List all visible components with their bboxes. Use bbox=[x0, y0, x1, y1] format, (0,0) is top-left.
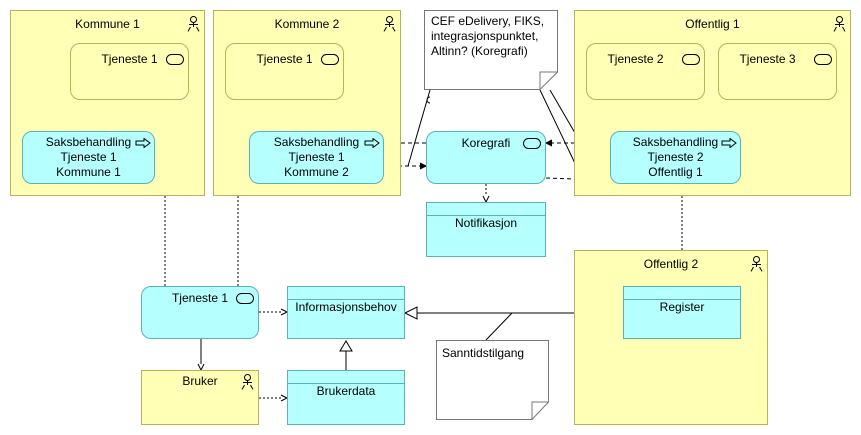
container-label: Kommune 2 bbox=[274, 17, 340, 31]
process-o1-saksbehandling[interactable]: Saksbehandling Tjeneste 2 Offentlig 1 bbox=[610, 131, 741, 184]
service-label: Tjeneste 3 bbox=[739, 52, 796, 66]
process-line-1: Saksbehandling bbox=[273, 135, 360, 149]
data-register[interactable]: Register bbox=[623, 286, 741, 339]
service-icon bbox=[814, 54, 832, 65]
service-icon bbox=[523, 138, 541, 149]
actor-icon bbox=[832, 16, 846, 32]
container-label: Offentlig 1 bbox=[685, 17, 740, 31]
actor-icon bbox=[240, 374, 254, 390]
actor-icon bbox=[382, 16, 396, 32]
actor-icon bbox=[749, 256, 763, 272]
process-line-3: Kommune 1 bbox=[56, 165, 121, 179]
flow-o1-koregrafi-head bbox=[544, 139, 553, 147]
data-header-line bbox=[624, 299, 740, 300]
data-label: Register bbox=[659, 300, 705, 314]
container-label: Offentlig 2 bbox=[643, 257, 699, 271]
data-header-line bbox=[288, 383, 404, 384]
note-sanntid-link bbox=[485, 312, 513, 341]
process-arrow-icon bbox=[721, 138, 737, 148]
container-label: Kommune 1 bbox=[75, 17, 140, 31]
service-label: Tjeneste 2 bbox=[607, 52, 664, 66]
data-informasjonsbehov[interactable]: Informasjonsbehov bbox=[287, 286, 405, 339]
service-o1-tjeneste-2[interactable]: Tjeneste 2 bbox=[586, 43, 705, 100]
service-icon bbox=[682, 54, 700, 65]
process-k2-saksbehandling[interactable]: Saksbehandling Tjeneste 1 Kommune 2 bbox=[249, 131, 384, 184]
service-icon bbox=[321, 54, 339, 65]
service-k2-tjeneste-1[interactable]: Tjeneste 1 bbox=[225, 43, 344, 100]
data-label: Informasjonsbehov bbox=[295, 300, 397, 314]
note-sanntid-text: Sanntidstilgang bbox=[442, 346, 525, 360]
actor-icon bbox=[186, 16, 200, 32]
process-line-1: Saksbehandling bbox=[45, 135, 132, 149]
service-koregrafi[interactable]: Koregrafi bbox=[426, 131, 546, 184]
service-icon bbox=[236, 293, 254, 304]
data-brukerdata[interactable]: Brukerdata bbox=[287, 370, 405, 425]
data-label: Notifikasjon bbox=[454, 216, 518, 230]
note-cef-link-1 bbox=[407, 89, 431, 167]
service-tjeneste-1[interactable]: Tjeneste 1 bbox=[141, 286, 259, 339]
specialization-register-head bbox=[403, 306, 418, 320]
process-k1-saksbehandling[interactable]: Saksbehandling Tjeneste 1 Kommune 1 bbox=[22, 131, 155, 184]
note-cef-junction bbox=[426, 96, 431, 104]
process-arrow-icon bbox=[135, 138, 151, 148]
specialization-brukerdata-head bbox=[339, 340, 353, 352]
note-cef-text: CEF eDelivery, FIKS, integrasjonspunktet… bbox=[431, 14, 545, 58]
process-line-2: Tjeneste 2 bbox=[647, 150, 704, 164]
service-icon bbox=[166, 54, 184, 65]
actor-bruker[interactable]: Bruker bbox=[141, 370, 259, 425]
service-label: Tjeneste 1 bbox=[171, 291, 229, 305]
service-label: Tjeneste 1 bbox=[101, 52, 158, 66]
service-label: Tjeneste 1 bbox=[256, 52, 313, 66]
data-notifikasjon[interactable]: Notifikasjon bbox=[426, 202, 546, 257]
process-line-3: Offentlig 1 bbox=[648, 165, 703, 179]
process-line-3: Kommune 2 bbox=[284, 165, 349, 179]
service-k1-tjeneste-1[interactable]: Tjeneste 1 bbox=[70, 43, 189, 100]
actor-label: Bruker bbox=[182, 374, 218, 388]
data-header-line bbox=[427, 215, 545, 216]
process-line-2: Tjeneste 1 bbox=[288, 150, 345, 164]
process-arrow-icon bbox=[364, 138, 380, 148]
process-line-1: Saksbehandling bbox=[632, 135, 719, 149]
service-label: Koregrafi bbox=[461, 136, 511, 150]
data-header-line bbox=[288, 299, 404, 300]
note-sanntid-shape bbox=[436, 340, 549, 420]
note-cef-shape bbox=[424, 10, 558, 90]
process-line-2: Tjeneste 1 bbox=[60, 150, 117, 164]
data-label: Brukerdata bbox=[316, 384, 376, 398]
service-o1-tjeneste-3[interactable]: Tjeneste 3 bbox=[718, 43, 837, 100]
